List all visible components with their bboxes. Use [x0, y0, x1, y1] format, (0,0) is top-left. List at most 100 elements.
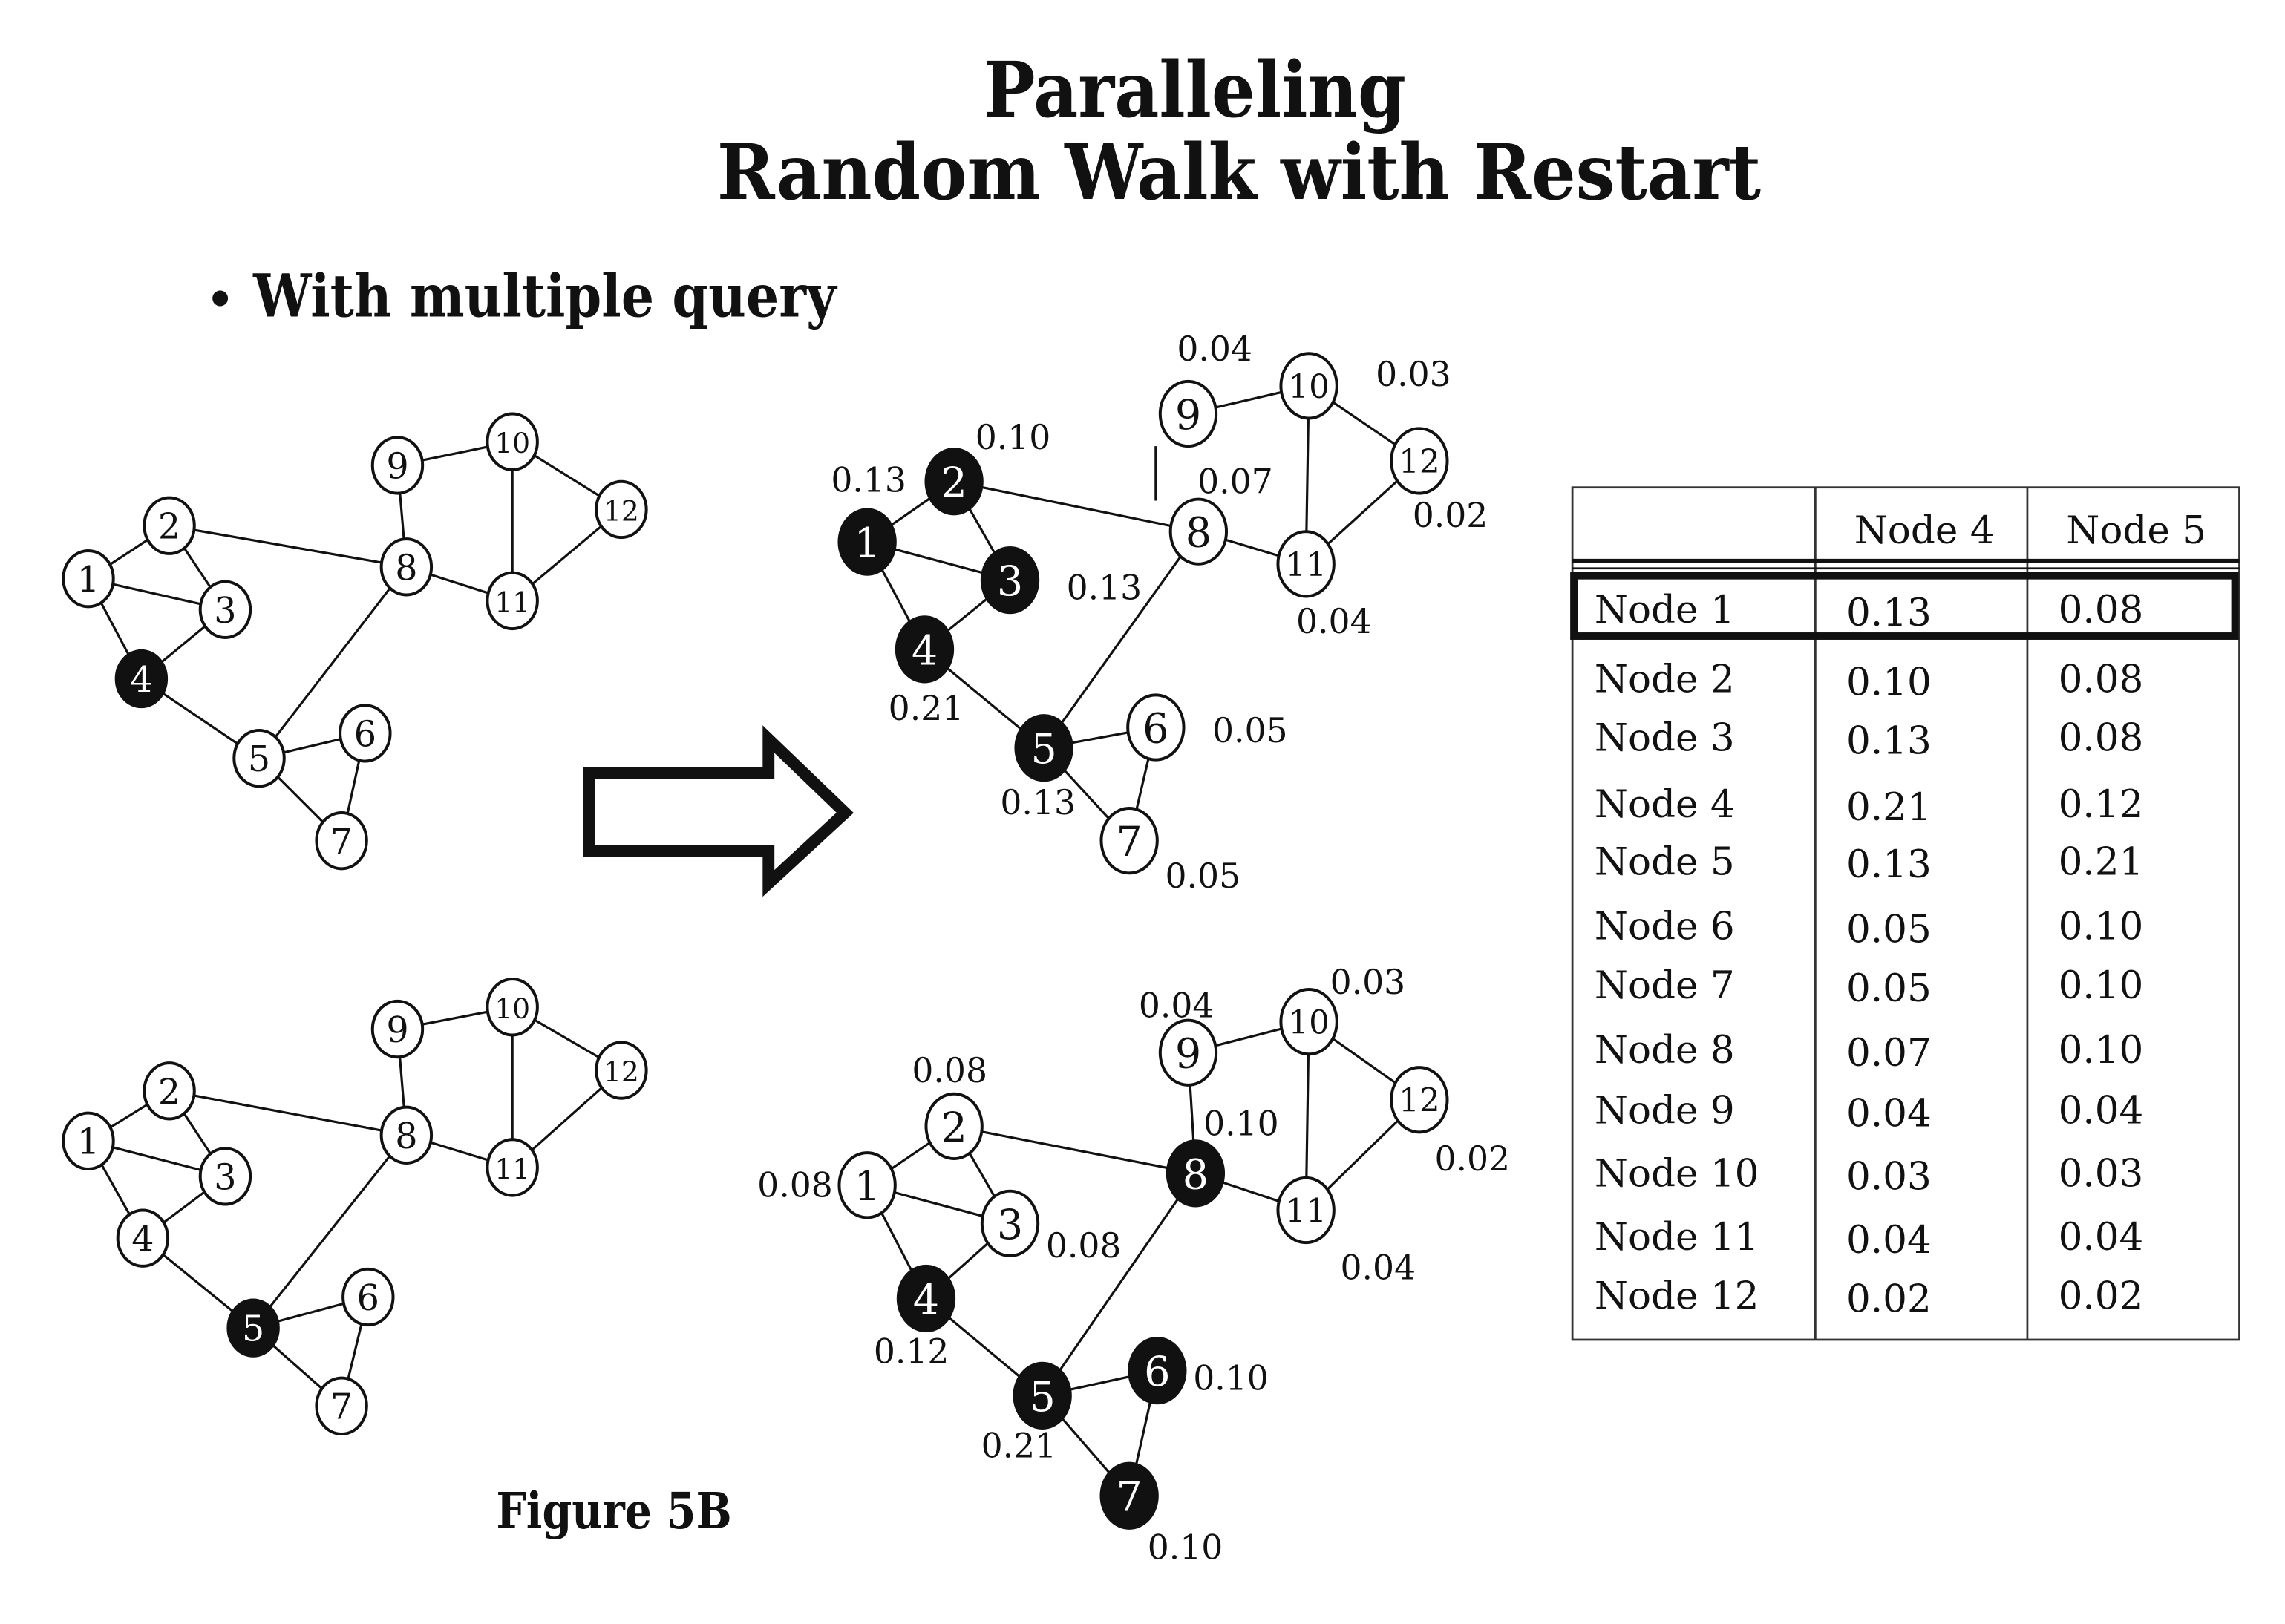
row-label: Node 2 — [1595, 657, 1735, 701]
node-label: 10 — [1288, 1005, 1330, 1042]
node-label: 8 — [1186, 509, 1212, 557]
figure-caption: Figure 5B — [496, 1481, 731, 1540]
node-score-label: 0.08 — [1046, 1226, 1122, 1266]
table-row: Node 40.210.12 — [1595, 782, 2144, 830]
node-label: 10 — [1288, 369, 1330, 406]
graph-node: 12 — [1391, 428, 1447, 493]
node-5-score-cell: 0.10 — [2059, 1028, 2144, 1073]
title-line-1: Paralleling — [984, 45, 1406, 135]
node-label: 6 — [354, 714, 376, 755]
node-label: 1 — [854, 1162, 880, 1211]
node-5-score-cell: 0.08 — [2059, 588, 2144, 632]
graph-node: 10 — [487, 414, 537, 470]
query-node: 4 — [897, 617, 952, 681]
query-node: 4 — [898, 1266, 954, 1331]
node-label: 3 — [214, 1157, 236, 1198]
node-5-score-cell: 0.21 — [2059, 839, 2144, 884]
node-score-label: 0.07 — [1197, 462, 1273, 502]
graph-node: 11 — [1278, 1178, 1333, 1242]
graph-node: 2 — [926, 1094, 981, 1159]
node-label: 12 — [1399, 444, 1440, 481]
node-label: 7 — [1116, 818, 1142, 866]
query-node: 2 — [926, 449, 981, 514]
node-score-label: 0.04 — [1296, 602, 1372, 641]
node-score-label: 0.08 — [757, 1166, 833, 1205]
node-score-label: 0.12 — [874, 1332, 949, 1372]
node-label: 9 — [386, 1010, 408, 1051]
node-label: 11 — [1285, 547, 1327, 584]
table-header-node-5: Node 5 — [2066, 508, 2206, 553]
node-4-score-cell: 0.13 — [1846, 842, 1932, 887]
table-header-node-4: Node 4 — [1854, 508, 1995, 553]
table-row: Node 50.130.21 — [1595, 839, 2144, 887]
table-row: Node 30.130.08 — [1595, 716, 2144, 764]
table-row: Node 80.070.10 — [1595, 1028, 2144, 1075]
node-label: 12 — [1399, 1083, 1440, 1120]
graph-node: 3 — [982, 1191, 1038, 1256]
node-label: 5 — [242, 1309, 264, 1350]
row-label: Node 7 — [1595, 963, 1735, 1008]
table-row: Node 100.030.03 — [1595, 1152, 2144, 1199]
query-node: 5 — [228, 1300, 278, 1355]
row-label: Node 1 — [1595, 588, 1735, 632]
query-node: 3 — [982, 548, 1038, 612]
row-label: Node 3 — [1595, 716, 1735, 761]
node-label: 11 — [494, 1153, 530, 1185]
node-label: 4 — [912, 626, 938, 675]
node-4-score-cell: 0.04 — [1846, 1218, 1932, 1263]
graph-node: 11 — [487, 573, 537, 629]
table-row: Node 60.050.10 — [1595, 905, 2144, 952]
graph-node: 4 — [118, 1210, 168, 1266]
node-label: 12 — [604, 1055, 639, 1088]
node-label: 9 — [386, 446, 408, 487]
table-row: Node 20.100.08 — [1595, 657, 2144, 704]
graph-node: 5 — [234, 730, 284, 786]
node-score-label: 0.10 — [1148, 1528, 1223, 1567]
graph-node: 9 — [373, 1001, 422, 1057]
node-5-score-cell: 0.10 — [2059, 905, 2144, 949]
node-label: 4 — [130, 660, 152, 701]
node-label: 8 — [1183, 1150, 1209, 1199]
node-score-label: 0.03 — [1376, 355, 1451, 394]
node-5-score-cell: 0.03 — [2059, 1152, 2144, 1196]
graph-node: 8 — [382, 539, 431, 595]
node-label: 1 — [77, 560, 99, 600]
node-label: 7 — [1116, 1473, 1142, 1522]
title-line-2: Random Walk with Restart — [717, 128, 1761, 217]
node-score-label: 0.02 — [1434, 1139, 1510, 1179]
node-label: 3 — [997, 557, 1023, 606]
bullet-symbol: • — [206, 275, 235, 327]
graph-node: 8 — [382, 1107, 431, 1163]
node-4-score-cell: 0.05 — [1846, 966, 1932, 1011]
node-label: 7 — [330, 1387, 353, 1428]
node-4-score-cell: 0.21 — [1846, 785, 1932, 830]
node-label: 6 — [1144, 1348, 1170, 1396]
node-label: 8 — [395, 1116, 417, 1157]
node-label: 11 — [1285, 1193, 1327, 1230]
graph-node: 12 — [596, 482, 646, 537]
node-score-label: 0.10 — [975, 418, 1051, 457]
node-label: 12 — [604, 494, 639, 527]
graph-node: 7 — [1101, 808, 1157, 873]
graph-node: 10 — [1281, 353, 1336, 418]
node-5-score-cell: 0.10 — [2059, 963, 2144, 1008]
graph-node: 6 — [343, 1269, 393, 1325]
graph-node: 10 — [1281, 989, 1336, 1054]
query-node: 5 — [1016, 716, 1071, 780]
query-node: 6 — [1129, 1338, 1185, 1403]
node-label: 10 — [494, 427, 530, 459]
node-score-label: 0.05 — [1166, 857, 1241, 896]
row-label: Node 11 — [1595, 1215, 1759, 1260]
graph-node: 1 — [839, 1153, 895, 1217]
node-score-label: 0.13 — [1000, 783, 1076, 822]
graph-node: 7 — [316, 813, 366, 868]
node-5-score-cell: 0.02 — [2059, 1274, 2144, 1318]
node-score-label: 0.03 — [1330, 963, 1406, 1002]
node-label: 2 — [941, 459, 967, 507]
graph-node: 2 — [144, 1063, 194, 1119]
graph-node: 3 — [200, 582, 250, 638]
graph-node: 8 — [1171, 500, 1226, 564]
table-row: Node 7 0.05 0.10 — [1595, 963, 2144, 1011]
node-4-score-cell: 0.04 — [1846, 1091, 1932, 1136]
node-4-score-cell: 0.13 — [1846, 591, 1932, 635]
